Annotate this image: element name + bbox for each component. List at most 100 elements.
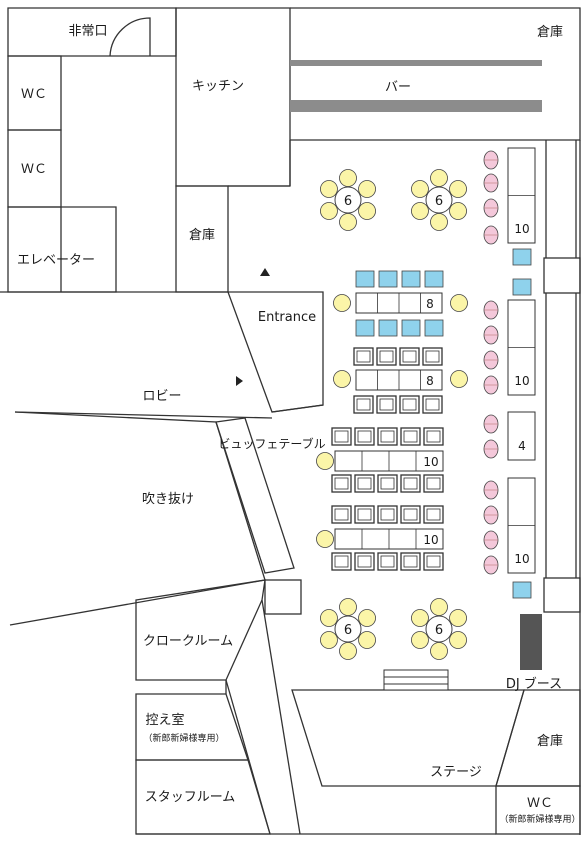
chair [450,370,468,388]
right-tables: 10 10 4 10 [483,147,536,599]
bar-label: バー [385,80,411,95]
chair [411,609,429,627]
chair-seat [380,555,395,568]
chair-seat [403,477,418,490]
side-table-capacity: 10 [514,552,529,566]
chair [358,631,376,649]
lobby-divider [14,411,273,419]
chair-seat [403,555,418,568]
chair [378,319,398,337]
pillar [264,579,302,615]
lobby-divider-2 [271,404,324,413]
chair [449,180,467,198]
rect-table: 10 [334,450,444,472]
direction-arrow-up [260,268,270,276]
room-labels: 非常口 ＷＣ ＷＣ エレベーター キッチン 倉庫 バー 倉庫 Entrance … [17,24,581,825]
kitchen-room [175,7,291,187]
waiting-room-note: （新郎新婦様専用） [143,732,224,744]
chair-seat [380,508,395,521]
round-table-capacity: 6 [435,623,443,638]
atrium-edge [9,411,266,626]
rect-table: 10 [334,528,444,550]
side-table: 4 [507,411,536,461]
chair-seat [357,555,372,568]
round-table-top [425,615,453,643]
wc-bottom-label: ＷＣ [527,796,553,811]
chair [320,202,338,220]
chair [358,180,376,198]
chair [320,631,338,649]
chair-seat [379,398,394,411]
round-table-capacity: 6 [435,194,443,209]
round-table: 6 [320,598,376,660]
chair-seat [403,430,418,443]
chair [316,530,334,548]
rect-table-capacity: 8 [426,297,434,311]
chair-seat [425,398,440,411]
wc-bottom-note: （新郎新婦様専用） [499,813,580,825]
chair [339,213,357,231]
exit-door-swing [109,17,151,57]
chair [512,278,532,296]
chair [430,213,448,231]
round-table: 6 [411,169,467,231]
storage-bottom-label: 倉庫 [537,734,563,749]
cloakroom-label: クロークルーム [143,634,233,649]
chair [411,631,429,649]
side-table-capacity: 10 [514,374,529,388]
cloakroom-room [135,579,266,681]
elevator-label: エレベーター [17,253,95,268]
chair [449,202,467,220]
center-tables: 8 8 10 10 [316,270,468,571]
wall-panel-2 [543,577,581,613]
dj-booth-equipment [520,614,542,670]
rect-table: 8 [355,369,443,391]
lobby-label: ロビー [142,389,181,404]
side-table-capacity: 10 [514,222,529,236]
round-table-top [334,186,362,214]
chair [401,270,421,288]
chair-seat [357,508,372,521]
chair-seat [426,477,441,490]
wc-label-2: ＷＣ [21,162,47,177]
chair [339,642,357,660]
round-table: 6 [320,169,376,231]
chair [333,370,351,388]
wc-label-1: ＷＣ [21,87,47,102]
chair-seat [425,350,440,363]
round-table: 6 [411,598,467,660]
chair [355,319,375,337]
round-table-top [425,186,453,214]
elevator-room [7,206,117,293]
chair-seat [356,398,371,411]
kitchen-label: キッチン [192,79,244,94]
chair-seat [357,477,372,490]
rect-table: 8 [355,292,443,314]
chair [430,598,448,616]
chair-seat [356,350,371,363]
round-table-capacity: 6 [344,623,352,638]
dj-booth-label: DJ ブース [506,676,562,692]
entrance-label: Entrance [258,310,316,325]
emergency-exit-label: 非常口 [68,24,107,39]
chair [449,609,467,627]
round-table-top [334,615,362,643]
buffet-table-label: ビュッフェテーブル [218,436,325,451]
chair [430,169,448,187]
wall-panel-1 [543,257,581,294]
bar-counter [290,100,542,112]
chair [512,248,532,266]
waiting-room-label: 控え室 [145,712,184,728]
chair-seat [379,350,394,363]
stage-label: ステージ [430,765,482,780]
chair [333,294,351,312]
chair [358,609,376,627]
chair-seat [403,508,418,521]
atrium-label: 吹き抜け [142,491,194,507]
buffet-table-outline [215,417,295,574]
side-table: 10 [507,147,536,244]
chair-seat [380,477,395,490]
chair-seat [380,430,395,443]
storage-top-label: 倉庫 [537,25,563,40]
